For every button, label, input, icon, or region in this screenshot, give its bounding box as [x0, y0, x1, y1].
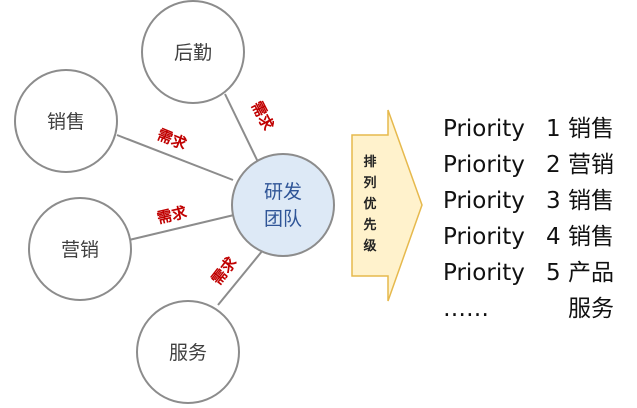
priority-row-5-item: 产品	[568, 260, 614, 286]
priority-row-5: Priority 5 产品	[443, 260, 614, 286]
priority-ellipsis: ……	[443, 296, 489, 322]
priority-row-2-num: 2	[546, 152, 561, 178]
link-service-rd	[217, 249, 264, 306]
link-sales-rd	[116, 134, 234, 181]
node-logistics: 后勤	[141, 0, 245, 104]
node-marketing: 营销	[28, 197, 132, 301]
edge-label-logistics: 需求	[248, 98, 278, 134]
node-service-label: 服务	[169, 342, 207, 364]
priority-row-3: Priority 3 销售	[443, 188, 614, 214]
node-sales: 销售	[14, 69, 118, 173]
priority-continuation: 服务	[568, 296, 614, 322]
priority-row-2-item: 营销	[568, 152, 614, 178]
node-logistics-label: 后勤	[174, 42, 212, 64]
priority-row-5-num: 5	[546, 260, 561, 286]
priority-row-2: Priority 2 营销	[443, 152, 614, 178]
arrow-char-1: 排	[363, 154, 376, 170]
node-rd-label-line2: 团队	[264, 208, 302, 230]
node-rd-label-line1: 研发	[264, 181, 302, 203]
node-marketing-label: 营销	[61, 239, 99, 261]
priority-row-1: Priority 1 销售	[443, 116, 614, 142]
node-service: 服务	[136, 300, 240, 404]
arrow-char-3: 优	[363, 196, 376, 212]
edge-label-marketing: 需求	[155, 203, 189, 228]
priority-row-5-label: Priority	[443, 260, 525, 286]
link-marketing-rd	[128, 214, 235, 241]
priority-row-1-item: 销售	[568, 116, 614, 142]
priority-row-3-item: 销售	[568, 188, 614, 214]
priority-row-4-num: 4	[546, 224, 561, 250]
priority-row-4: Priority 4 销售	[443, 224, 614, 250]
node-rd-team: 研发 团队	[231, 153, 335, 257]
priority-row-4-item: 销售	[568, 224, 614, 250]
priority-row-2-label: Priority	[443, 152, 525, 178]
arrow-char-2: 列	[363, 175, 376, 191]
priority-row-1-num: 1	[546, 116, 561, 142]
link-logistics-rd	[224, 93, 259, 163]
priority-row-1-label: Priority	[443, 116, 525, 142]
edge-label-sales: 需求	[155, 125, 190, 153]
priority-row-4-label: Priority	[443, 224, 525, 250]
priority-row-3-num: 3	[546, 188, 561, 214]
arrow-char-5: 级	[363, 238, 377, 254]
node-sales-label: 销售	[47, 111, 85, 133]
arrow-char-4: 先	[363, 217, 376, 233]
priority-list: Priority 1 销售 Priority 2 营销 Priority 3 销…	[443, 116, 614, 322]
priority-row-3-label: Priority	[443, 188, 525, 214]
priority-arrow: 排 列 优 先 级	[351, 109, 423, 302]
